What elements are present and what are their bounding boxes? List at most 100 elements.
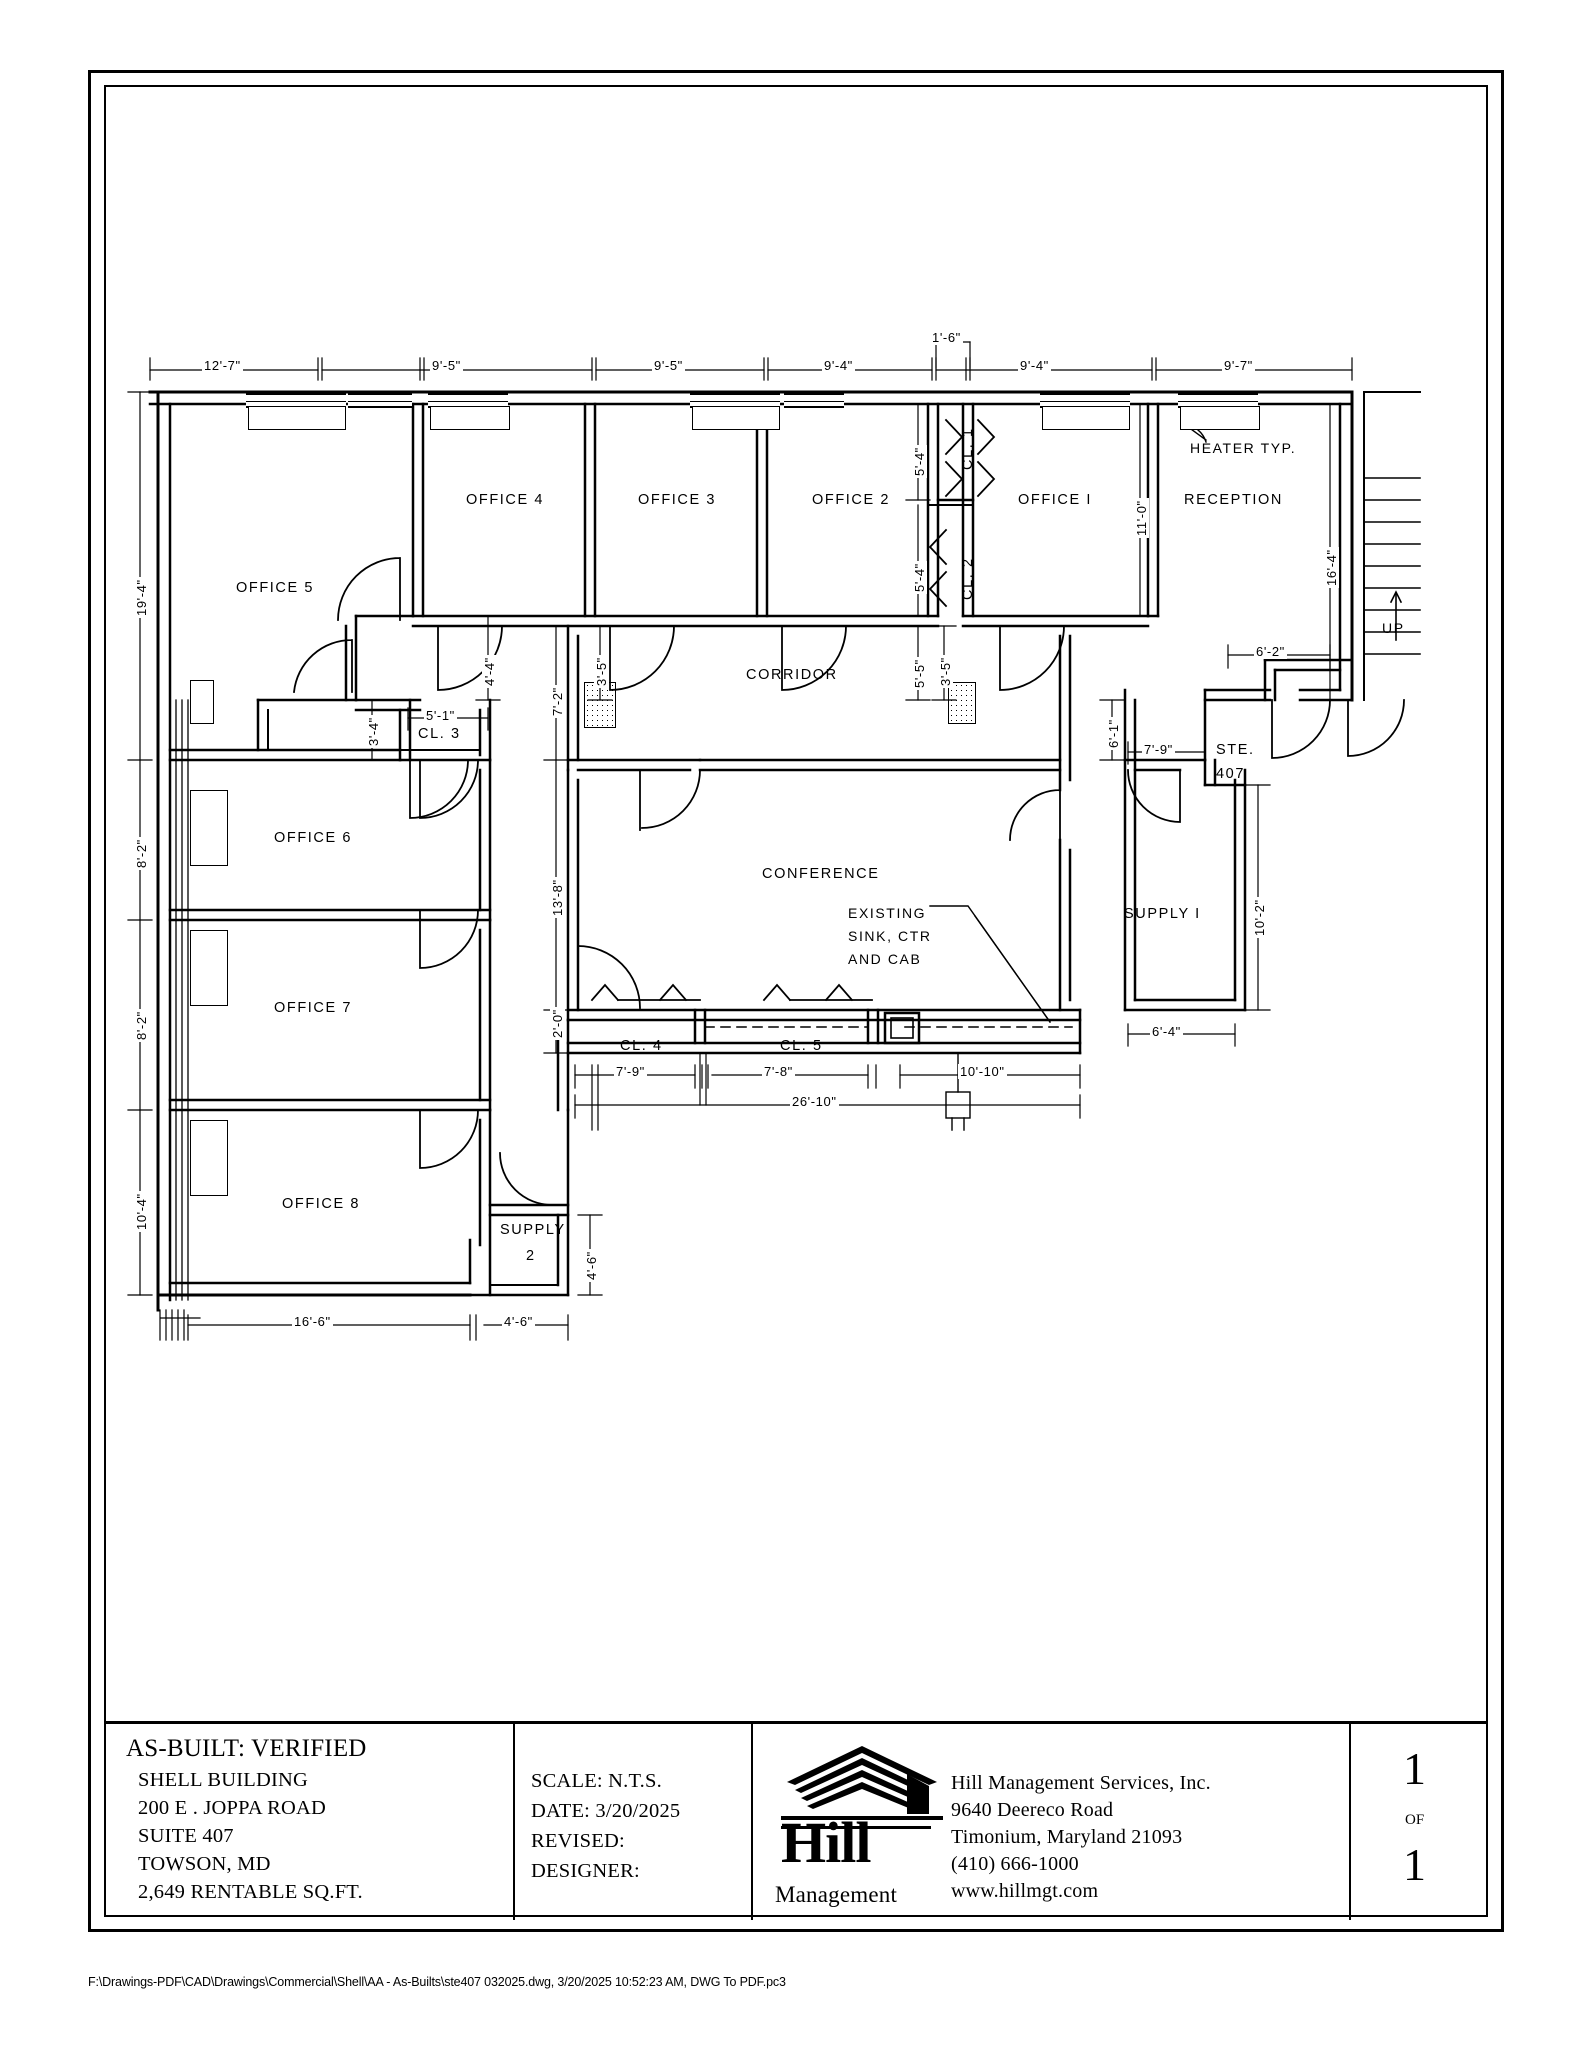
title-block: AS-BUILT: VERIFIED SHELL BUILDING 200 E …	[104, 1721, 1488, 1920]
dim-int-7-2: 7'-2"	[550, 685, 565, 718]
heater-box-left-1	[190, 680, 214, 724]
sheet-border-outer	[88, 70, 1504, 1932]
title-block-meta: SCALE: N.T.S. DATE: 3/20/2025 REVISED: D…	[515, 1724, 751, 1920]
project-line-1: SHELL BUILDING	[138, 1769, 309, 1791]
meta-scale: SCALE: N.T.S.	[531, 1770, 662, 1792]
heater-box-2	[430, 406, 510, 430]
company-phone: (410) 666-1000	[951, 1853, 1079, 1875]
dim-bottom-7-9: 7'-9"	[614, 1064, 647, 1079]
dim-top-9-5-a: 9'-5"	[430, 358, 463, 373]
dim-bottom-4-6: 4'-6"	[502, 1314, 535, 1329]
heater-box-5	[1180, 406, 1260, 430]
heater-box-1	[248, 406, 346, 430]
dim-top-9-7: 9'-7"	[1222, 358, 1255, 373]
project-heading: AS-BUILT: VERIFIED	[126, 1735, 367, 1762]
page-total: 1	[1403, 1839, 1426, 1890]
dim-top-12-7: 12'-7"	[202, 358, 243, 373]
dim-int-11-0: 11'-0"	[1134, 498, 1149, 538]
dim-int-6-2: 6'-2"	[1254, 644, 1287, 659]
dim-left-8-2-a: 8'-2"	[134, 837, 149, 870]
dim-int-4-6: 4'-6"	[584, 1249, 599, 1282]
room-label-office-7: OFFICE 7	[274, 1000, 353, 1016]
title-block-company: Hill Management Hill Management Services…	[753, 1724, 1349, 1920]
annotation-heater-typ: HEATER TYP.	[1190, 440, 1297, 456]
dim-int-5-4-a: 5'-4"	[912, 445, 927, 478]
room-label-office-6: OFFICE 6	[274, 830, 353, 846]
hill-logo-sub: Management	[775, 1882, 898, 1907]
column-corridor-left	[584, 682, 616, 728]
dim-int-2-0: 2'-0"	[550, 1007, 565, 1040]
room-label-closet-1: CL. 1	[960, 427, 976, 470]
dim-int-3-5-a: 3'-5"	[594, 655, 609, 688]
room-label-reception: RECEPTION	[1184, 492, 1283, 508]
dim-bottom-16-6: 16'-6"	[292, 1314, 333, 1329]
company-street: 9640 Deereco Road	[951, 1799, 1114, 1821]
page-current: 1	[1403, 1743, 1426, 1794]
room-label-office-3: OFFICE 3	[638, 492, 717, 508]
dim-int-5-4-b: 5'-4"	[912, 561, 927, 594]
room-label-supply-1: SUPPLY I	[1124, 906, 1201, 922]
project-line-2: 200 E . JOPPA ROAD	[138, 1797, 326, 1819]
dim-left-10-4: 10'-4"	[134, 1191, 149, 1232]
dim-int-4-4: 4'-4"	[482, 655, 497, 688]
meta-date: DATE: 3/20/2025	[531, 1800, 681, 1822]
annotation-stair-up: UP	[1382, 620, 1405, 636]
dim-top-9-4-b: 9'-4"	[1018, 358, 1051, 373]
dim-int-6-4: 6'-4"	[1150, 1024, 1183, 1039]
window-top-2	[348, 393, 412, 408]
hill-logo-word: Hill	[781, 1810, 871, 1875]
dim-int-16-4: 16'-4"	[1324, 547, 1339, 588]
window-top-5	[784, 393, 844, 408]
room-label-office-5: OFFICE 5	[236, 580, 315, 596]
dim-top-9-5-b: 9'-5"	[652, 358, 685, 373]
title-block-divider-1	[513, 1724, 515, 1920]
meta-designer: DESIGNER:	[531, 1860, 640, 1882]
title-block-page: 1 OF 1	[1351, 1724, 1486, 1920]
dim-int-5-1: 5'-1"	[424, 708, 457, 723]
heater-box-left-2	[190, 790, 228, 866]
dim-left-19-4: 19'-4"	[134, 577, 149, 618]
dim-int-13-8: 13'-8"	[550, 877, 565, 918]
sheet-border-inner	[104, 85, 1488, 1917]
dim-int-7-9: 7'-9"	[1142, 742, 1175, 757]
dim-bottom-7-8: 7'-8"	[762, 1064, 795, 1079]
company-city: Timonium, Maryland 21093	[951, 1826, 1183, 1848]
dim-int-5-5: 5'-5"	[912, 657, 927, 690]
dim-left-8-2-b: 8'-2"	[134, 1009, 149, 1042]
dim-bottom-26-10: 26'-10"	[790, 1094, 839, 1109]
room-label-office-8: OFFICE 8	[282, 1196, 361, 1212]
page-of: OF	[1405, 1812, 1425, 1828]
hill-logo: Hill Management	[771, 1742, 943, 1907]
project-line-4: TOWSON, MD	[138, 1853, 271, 1875]
annotation-sink-line-2: SINK, CTR	[848, 928, 932, 944]
room-label-supply-2-num: 2	[526, 1248, 536, 1264]
dim-int-6-1: 6'-1"	[1106, 717, 1121, 750]
footer-file-path: F:\Drawings-PDF\CAD\Drawings\Commercial\…	[88, 1975, 786, 1989]
room-label-office-2: OFFICE 2	[812, 492, 891, 508]
room-label-corridor: CORRIDOR	[746, 667, 838, 683]
dim-bottom-10-10: 10'-10"	[958, 1064, 1007, 1079]
company-name: Hill Management Services, Inc.	[951, 1772, 1211, 1794]
title-block-project: AS-BUILT: VERIFIED SHELL BUILDING 200 E …	[104, 1724, 513, 1920]
heater-box-3	[692, 406, 780, 430]
heater-box-left-4	[190, 1120, 228, 1196]
title-block-divider-3	[1349, 1724, 1351, 1920]
dim-top-9-4-a: 9'-4"	[822, 358, 855, 373]
column-corridor-right	[948, 682, 976, 724]
heater-box-4	[1042, 406, 1130, 430]
dim-int-3-4: 3'-4"	[366, 715, 381, 748]
dim-top-1-6: 1'-6"	[930, 330, 963, 345]
annotation-sink-line-1: EXISTING	[848, 905, 927, 921]
project-line-5: 2,649 RENTABLE SQ.FT.	[138, 1881, 363, 1903]
room-label-ste-407: STE.	[1216, 742, 1255, 758]
annotation-sink-line-3: AND CAB	[848, 951, 922, 967]
project-line-3: SUITE 407	[138, 1825, 234, 1847]
hill-logo-rule	[781, 1826, 931, 1829]
heater-box-left-3	[190, 930, 228, 1006]
room-label-conference: CONFERENCE	[762, 866, 880, 882]
hill-building-icon	[781, 1746, 943, 1820]
room-label-office-1: OFFICE I	[1018, 492, 1093, 508]
room-label-supply-2: SUPPLY	[500, 1222, 566, 1238]
room-label-closet-2: CL. 2	[960, 557, 976, 600]
